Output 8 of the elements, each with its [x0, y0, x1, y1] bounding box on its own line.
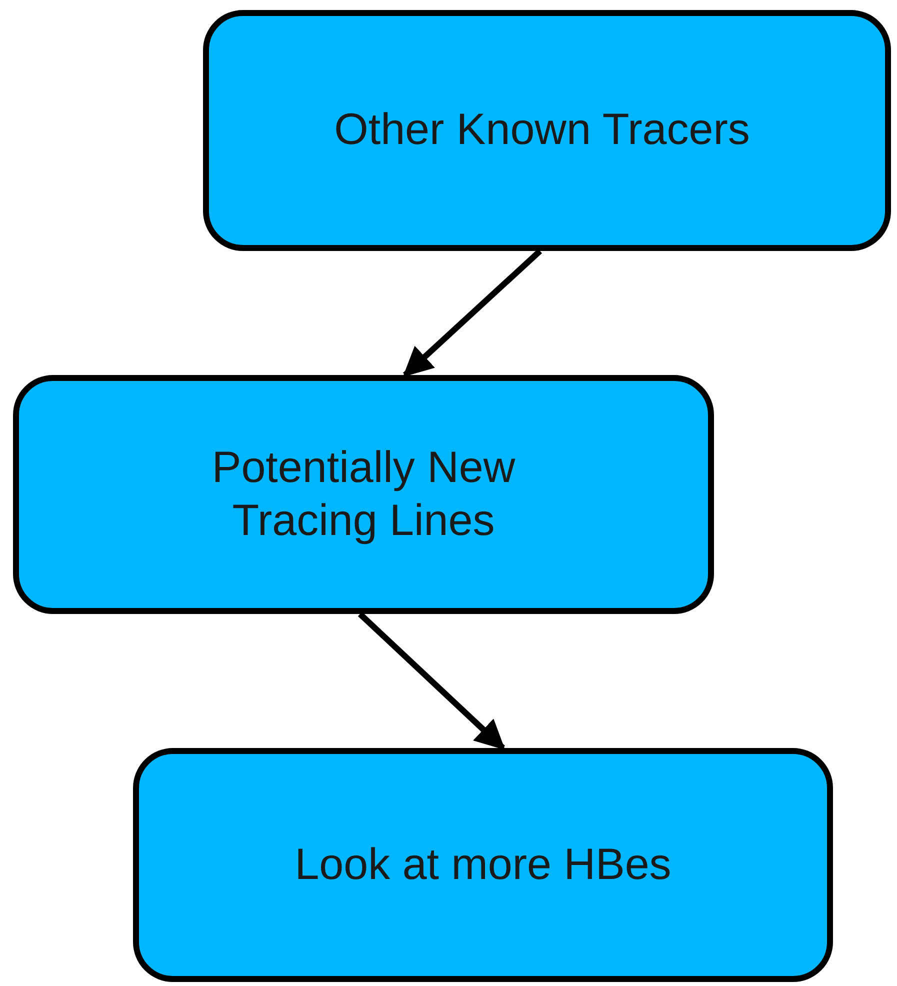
box-label: Potentially New Tracing Lines: [210, 442, 516, 546]
process-box: [133, 748, 833, 982]
arrow: [402, 248, 542, 378]
box-label: Other Known Tracers: [334, 104, 750, 156]
process-box: [13, 375, 714, 614]
box-label: Look at more HBes: [294, 838, 672, 891]
process-box: [203, 10, 891, 251]
arrow: [358, 612, 506, 750]
